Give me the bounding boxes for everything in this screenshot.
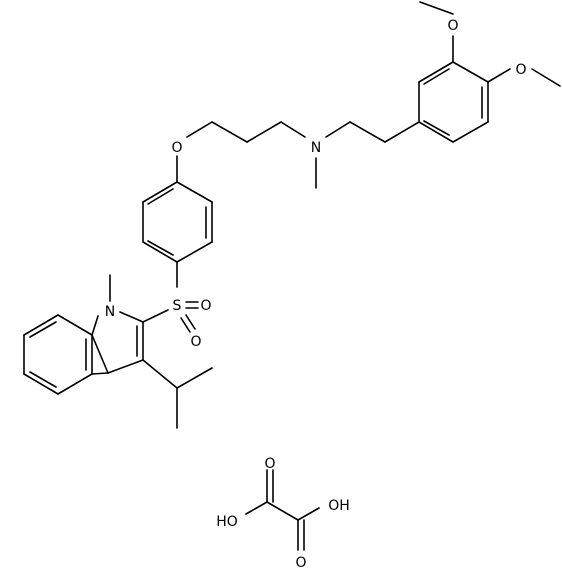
amine-nitrogen-label: N: [311, 140, 321, 156]
methoxy-oxygen-label: O: [515, 62, 526, 78]
indole-benzene-ring: [23, 314, 109, 395]
dimethoxyphenyl-ring: [418, 61, 489, 143]
ether-oxygen-label: O: [171, 140, 182, 156]
hydroxyl-label: OH: [328, 498, 350, 514]
methoxy-oxygen-label: O: [447, 18, 458, 34]
indole-pyrrole-ring: [91, 311, 144, 374]
phenylene-ring: [142, 181, 213, 263]
sulfonyl-group: [142, 261, 199, 333]
sulfonyl-oxygen-label: O: [200, 298, 211, 314]
oxalic-acid: [245, 469, 320, 551]
ethyl-chain: [325, 121, 420, 143]
propoxy-chain: [176, 121, 306, 183]
carbonyl-oxygen-label: O: [295, 555, 306, 571]
methoxy-group-right: [487, 68, 561, 87]
indole-nitrogen-label: N: [105, 304, 115, 320]
hydroxyl-label: HO: [216, 514, 238, 530]
sulfur-label: S: [173, 298, 182, 314]
isopropyl-group: [142, 359, 213, 429]
carbonyl-oxygen-label: O: [264, 456, 275, 472]
sulfonyl-oxygen-label: O: [190, 334, 201, 350]
methoxy-group-upper: [419, 1, 454, 63]
